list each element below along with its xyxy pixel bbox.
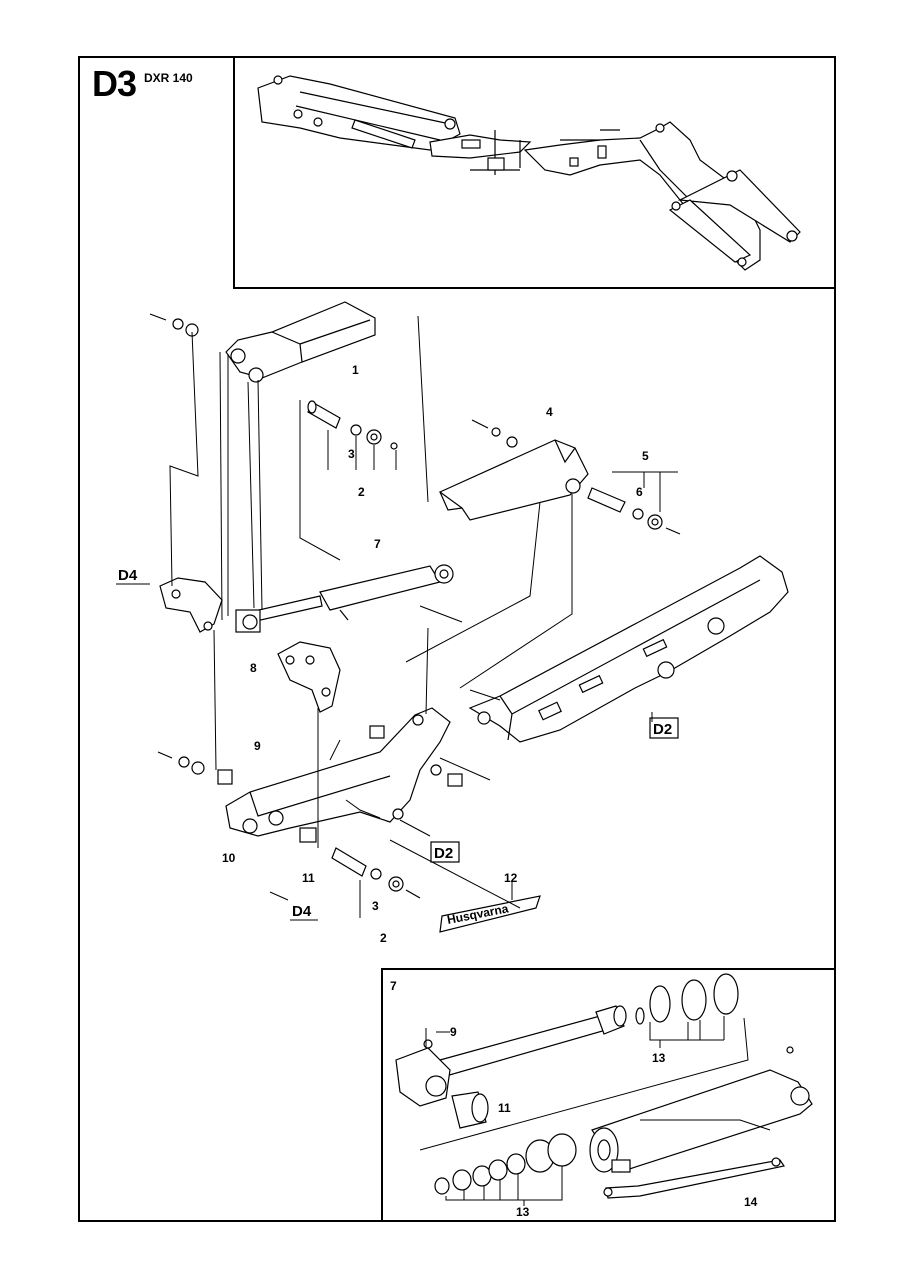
callout-8: 8 [250, 661, 257, 675]
page-code: D3 [92, 63, 137, 104]
ref-d4-upper: D4 [118, 567, 138, 584]
ref-d2-bottom: D2 [434, 845, 453, 862]
callout-11: 11 [302, 871, 315, 885]
part-12-decal: Husqvarna [439, 895, 541, 933]
callout-3-lower: 3 [372, 899, 379, 913]
callout-2-upper: 2 [358, 485, 365, 499]
callout-2-lower: 2 [380, 931, 387, 945]
part-2-pin-lower [331, 847, 421, 918]
ref-d2-box-bottom [430, 841, 460, 863]
overview-inset [233, 56, 836, 289]
cylinder-detail-inset [381, 968, 836, 1222]
callout-9: 9 [254, 739, 261, 753]
part-1-upper-boom [225, 301, 376, 383]
callout-4: 4 [546, 405, 553, 419]
inset-callout-14: 14 [744, 1195, 758, 1209]
model-label: DXR 140 [144, 71, 193, 85]
cylinder-detail-parts [395, 973, 813, 1206]
part-lower-boom [468, 555, 789, 743]
part-7-cylinder [235, 564, 454, 633]
part-4-bracket [438, 419, 589, 521]
ref-d4-lower: D4 [292, 903, 312, 920]
part-d4-plate [159, 577, 223, 633]
ref-d2-right: D2 [653, 721, 672, 738]
part-10-lower-arm [217, 707, 463, 843]
part-8-plate [277, 641, 341, 713]
callout-1: 1 [352, 363, 359, 377]
inset-callout-13-upper: 13 [652, 1051, 666, 1065]
overview-arm-assembly [257, 75, 801, 271]
part-5-pin-assembly [587, 471, 681, 535]
callout-12: 12 [504, 871, 518, 885]
bolt-set-upper-left [149, 313, 205, 775]
inset-callout-13-lower: 13 [516, 1205, 530, 1219]
callout-7: 7 [374, 537, 381, 551]
inset-title-7: 7 [390, 979, 397, 993]
assembly-lines [169, 315, 573, 909]
callout-6: 6 [636, 485, 643, 499]
callout-5: 5 [642, 449, 649, 463]
ref-d2-box-right [649, 717, 679, 739]
inset-callout-9: 9 [450, 1025, 457, 1039]
part-2-pin-upper [307, 400, 398, 470]
callout-3-upper: 3 [348, 447, 355, 461]
callout-leaders [116, 583, 653, 921]
callout-10: 10 [222, 851, 236, 865]
inset-callout-11: 11 [498, 1101, 511, 1115]
